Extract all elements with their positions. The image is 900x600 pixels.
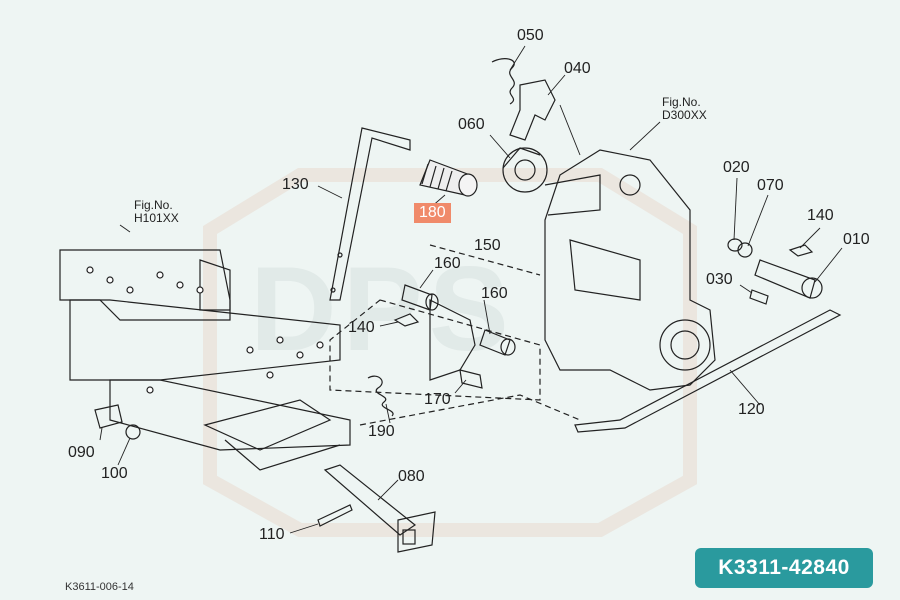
callout-160-left[interactable]: 160: [434, 255, 461, 272]
figure-ref-right[interactable]: Fig.No. D300XX: [662, 96, 707, 122]
part-090-bolt: [94, 404, 123, 429]
callout-010[interactable]: 010: [843, 231, 870, 248]
part-060-bearing: [502, 147, 548, 193]
lower-bracket: [203, 399, 332, 451]
frame-plate: [59, 249, 231, 321]
part-170-bolt: [459, 369, 483, 389]
callout-140-left[interactable]: 140: [348, 319, 375, 336]
part-100-washer: [125, 424, 141, 440]
part-130-lever: [329, 127, 411, 301]
figure-ref-right-line2: D300XX: [662, 108, 707, 122]
callout-070[interactable]: 070: [757, 177, 784, 194]
part-080-shaft: [323, 464, 436, 553]
callout-090[interactable]: 090: [68, 444, 95, 461]
part-180-grip: [419, 159, 478, 197]
figure-ref-right-line1: Fig.No.: [662, 95, 701, 109]
callout-170[interactable]: 170: [424, 391, 451, 408]
callout-120[interactable]: 120: [738, 401, 765, 418]
callout-040[interactable]: 040: [564, 60, 591, 77]
transmission-housing: [544, 149, 716, 391]
drawing-code: K3611-006-14: [65, 581, 134, 593]
callout-020[interactable]: 020: [723, 159, 750, 176]
callout-130[interactable]: 130: [282, 176, 309, 193]
callout-190[interactable]: 190: [368, 423, 395, 440]
callout-180-highlighted[interactable]: 180: [414, 203, 451, 223]
part-050-spring: [491, 58, 515, 105]
assembly-boundaries: [329, 244, 581, 426]
part-160-bushing-right: [479, 329, 511, 356]
part-070-washer: [737, 242, 753, 258]
frame-rail: [69, 299, 341, 381]
figure-ref-left[interactable]: Fig.No. H101XX: [134, 199, 179, 225]
callout-140-right[interactable]: 140: [807, 207, 834, 224]
callout-060[interactable]: 060: [458, 116, 485, 133]
watermark: DPS: [250, 242, 515, 376]
part-140-clip-right: [788, 244, 814, 257]
figure-ref-left-line2: H101XX: [134, 211, 179, 225]
part-020-ring: [727, 238, 743, 252]
part-040-fork: [509, 79, 556, 141]
callout-050[interactable]: 050: [517, 27, 544, 44]
callout-100[interactable]: 100: [101, 465, 128, 482]
callout-080[interactable]: 080: [398, 468, 425, 485]
callout-110[interactable]: 110: [259, 526, 285, 543]
callout-030[interactable]: 030: [706, 271, 733, 288]
callout-160-right[interactable]: 160: [481, 285, 508, 302]
callout-150[interactable]: 150: [474, 237, 501, 254]
part-120-rod: [574, 309, 842, 433]
part-030-pin: [749, 289, 769, 305]
part-190-spring: [367, 375, 394, 417]
watermark-frame: [203, 168, 697, 537]
part-140-clip-left: [393, 313, 420, 327]
frame-lower: [109, 379, 351, 451]
leader-lines: [99, 45, 843, 534]
part-number-badge: K3311-42840: [695, 548, 873, 588]
part-110-pin: [317, 504, 353, 527]
figure-ref-left-line1: Fig.No.: [134, 198, 173, 212]
part-150-plate: [429, 299, 476, 381]
part-010-pivot: [754, 259, 823, 299]
